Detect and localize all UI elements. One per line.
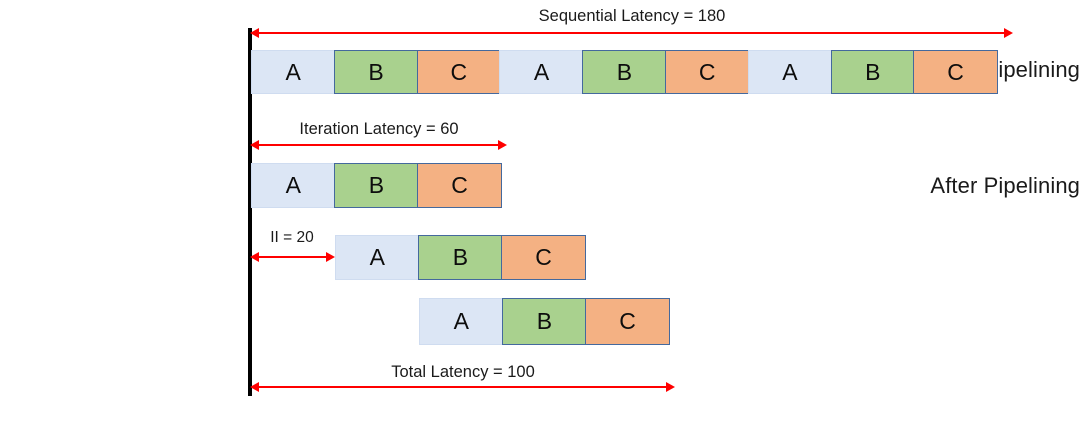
after-pipelining-iteration-1-row: A B C bbox=[251, 163, 505, 208]
arrow-head-left-icon bbox=[250, 381, 259, 392]
stage-block-c[interactable]: C bbox=[416, 50, 501, 94]
before-pipelining-row: A B C A B C A B C bbox=[251, 50, 1010, 94]
after-pipelining-iteration-3-row: A B C bbox=[419, 298, 673, 345]
initiation-interval-arrow bbox=[250, 251, 335, 262]
stage-block-a[interactable]: A bbox=[419, 298, 504, 345]
arrow-head-left-icon bbox=[250, 251, 259, 262]
arrow-shaft bbox=[257, 256, 328, 258]
arrow-head-right-icon bbox=[498, 139, 507, 150]
time-origin-axis bbox=[248, 28, 252, 396]
after-pipelining-iteration-2-row: A B C bbox=[335, 235, 589, 280]
total-latency-label: Total Latency = 100 bbox=[391, 363, 535, 381]
arrow-head-right-icon bbox=[1004, 27, 1013, 38]
total-latency-arrow bbox=[250, 381, 675, 392]
stage-block-c[interactable]: C bbox=[501, 235, 586, 280]
stage-block-b[interactable]: B bbox=[334, 163, 419, 208]
arrow-head-right-icon bbox=[326, 251, 335, 262]
row-label-after-pipelining: After Pipelining bbox=[930, 173, 1080, 198]
iteration-latency-label: Iteration Latency = 60 bbox=[299, 120, 459, 138]
iteration-latency-arrow bbox=[250, 139, 507, 150]
stage-block-b[interactable]: B bbox=[418, 235, 503, 280]
stage-block-b[interactable]: B bbox=[333, 50, 419, 94]
stage-block-c[interactable]: C bbox=[664, 50, 750, 94]
stage-block-a[interactable]: A bbox=[251, 163, 336, 208]
sequential-latency-label: Sequential Latency = 180 bbox=[538, 7, 726, 25]
sequential-latency-arrow bbox=[250, 27, 1013, 38]
stage-block-b[interactable]: B bbox=[502, 298, 587, 345]
stage-block-b[interactable]: B bbox=[582, 50, 667, 94]
arrow-head-left-icon bbox=[250, 27, 259, 38]
stage-block-c[interactable]: C bbox=[913, 50, 998, 94]
stage-block-a[interactable]: A bbox=[747, 50, 833, 94]
stage-block-b[interactable]: B bbox=[830, 50, 915, 94]
arrow-shaft bbox=[257, 386, 668, 388]
stage-block-c[interactable]: C bbox=[585, 298, 670, 345]
stage-block-a[interactable]: A bbox=[251, 50, 336, 94]
arrow-head-right-icon bbox=[666, 381, 675, 392]
arrow-head-left-icon bbox=[250, 139, 259, 150]
stage-block-a[interactable]: A bbox=[335, 235, 420, 280]
arrow-shaft bbox=[257, 32, 1006, 34]
stage-block-c[interactable]: C bbox=[417, 163, 502, 208]
stage-block-a[interactable]: A bbox=[499, 50, 584, 94]
arrow-shaft bbox=[257, 144, 500, 146]
initiation-interval-label: II = 20 bbox=[270, 229, 314, 246]
